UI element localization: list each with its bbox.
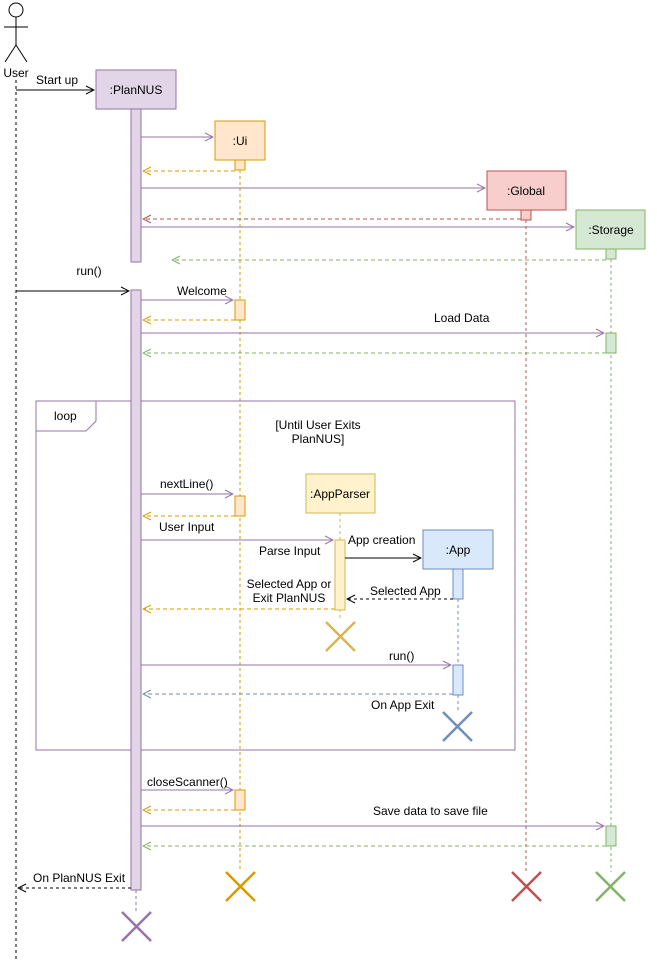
storage-destroy-icon (595, 871, 626, 902)
load-data-label: Load Data (434, 311, 490, 325)
user-input-label: User Input (159, 520, 215, 534)
ui-activation-2 (234, 299, 246, 321)
plannus-activation-2 (130, 289, 142, 891)
ui-label: :Ui (233, 134, 248, 148)
storage-activation-3 (605, 825, 617, 847)
app-activation-2 (452, 664, 464, 696)
appparser-activation (334, 539, 346, 611)
ui-activation-4 (234, 789, 246, 811)
plannus-label: :PlanNUS (110, 83, 163, 97)
ui-destroy-icon (225, 871, 256, 902)
plannus-destroy-icon (121, 911, 152, 942)
on-app-exit-label: On App Exit (371, 698, 435, 712)
global-label: :Global (507, 184, 545, 198)
on-plannus-exit-label: On PlanNUS Exit (33, 871, 126, 885)
loop-guard-line1: [Until User Exits (275, 418, 360, 432)
storage-participant: :Storage (575, 209, 646, 250)
loop-label: loop (54, 409, 77, 423)
user-actor: User (3, 2, 29, 80)
parse-input-label: Parse Input (259, 544, 321, 558)
next-line-label: nextLine() (160, 477, 213, 491)
user-label: User (3, 66, 28, 80)
close-scanner-label: closeScanner() (147, 775, 228, 789)
save-data-label: Save data to save file (373, 804, 488, 818)
selected-app-or-exit-label-1: Selected App or (247, 577, 332, 591)
loop-frame: loop [Until User Exits PlanNUS] (35, 400, 516, 751)
run-label: run() (76, 264, 101, 278)
storage-label: :Storage (588, 223, 634, 237)
global-participant: :Global (486, 170, 567, 211)
ui-activation-1 (234, 159, 246, 171)
app-creation-label: App creation (348, 533, 415, 547)
storage-activation-2 (605, 332, 617, 354)
app-run-label: run() (389, 649, 414, 663)
ui-participant: :Ui (214, 120, 266, 161)
plannus-participant: :PlanNUS (95, 69, 177, 110)
selected-app-or-exit-label-2: Exit PlanNUS (253, 591, 326, 605)
global-activation (520, 209, 532, 221)
app-activation-1 (452, 568, 464, 600)
app-destroy-icon (442, 711, 473, 742)
appparser-destroy-icon (325, 621, 356, 652)
storage-activation-1 (605, 248, 617, 260)
appparser-participant: :AppParser (305, 473, 376, 514)
plannus-activation-1 (130, 108, 142, 263)
global-destroy-icon (511, 871, 542, 902)
welcome-label: Welcome (177, 284, 227, 298)
app-label: :App (446, 543, 471, 557)
selected-app-label: Selected App (370, 584, 441, 598)
appparser-label: :AppParser (310, 487, 370, 501)
app-participant: :App (422, 529, 494, 570)
loop-guard-line2: PlanNUS] (292, 432, 345, 446)
start-up-label: Start up (36, 73, 78, 87)
ui-activation-3 (234, 495, 246, 517)
